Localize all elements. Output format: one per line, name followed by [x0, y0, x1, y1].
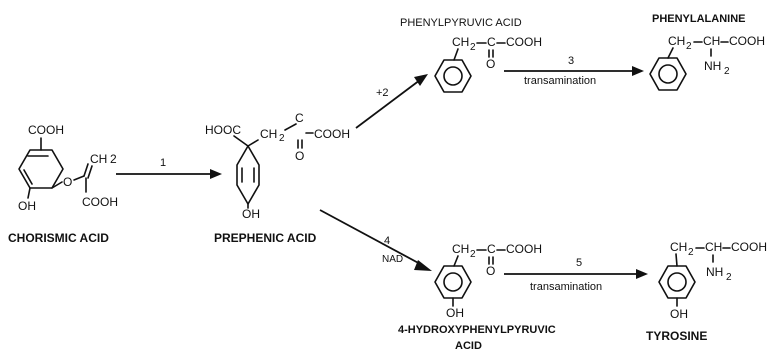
phenylpyruvic-ring-circle: [443, 66, 463, 86]
prephenic-ch2-bond: [247, 139, 259, 147]
tyrosine-ring: [658, 265, 696, 299]
phenylpyruvic-ring: [434, 59, 472, 93]
prephenic-c-bond: [284, 123, 297, 131]
hpp-ring-circle: [443, 272, 463, 292]
arrow-3-head: [632, 66, 644, 76]
tyrosine-ring-circle: [667, 272, 687, 292]
hpp-o: O: [486, 264, 495, 278]
arrow-4-head: [414, 260, 432, 271]
hpp-name-line2: ACID: [455, 340, 482, 352]
step-1-number: 1: [160, 157, 166, 169]
tyrosine-ch2: CH: [670, 240, 687, 254]
tyrosine-ch: CH: [705, 240, 722, 254]
step-4-cofactor: NAD: [382, 254, 403, 265]
tyrosine-ch2-ring-bond: [675, 253, 678, 267]
phenylalanine-name: PHENYLALANINE: [652, 13, 746, 25]
phenylpyruvic-ch2-ring-bond: [453, 48, 459, 61]
step-5-label: transamination: [530, 281, 602, 293]
phenylpyruvic-c: C: [487, 35, 496, 49]
chorismic-ch2-sub: 2: [110, 152, 117, 166]
chorismic-acid-name: CHORISMIC ACID: [8, 231, 109, 245]
arrow-2-head: [414, 74, 428, 86]
phenylpyruvic-ch2-sub: 2: [470, 42, 476, 53]
chorismic-ch2: CH: [90, 152, 107, 166]
arrow-5-head: [636, 269, 648, 279]
chorismic-oh: OH: [18, 199, 36, 213]
chorismic-oh-bond: [27, 187, 31, 199]
hpp-ch2: CH: [452, 242, 469, 256]
phenylpyruvic-structure: CH 2 C COOH O: [434, 35, 542, 93]
tyrosine-nh2-sub: 2: [726, 272, 732, 283]
chorismic-cooh-bottom: COOH: [82, 195, 118, 209]
prephenic-ch2: CH: [260, 127, 277, 141]
tyrosine-nh2: NH: [706, 265, 723, 279]
step-5-number: 5: [576, 257, 582, 269]
arrow-4[interactable]: [319, 209, 425, 267]
phenylalanine-nh2-sub: 2: [724, 66, 730, 77]
hydroxyphenylpyruvic-structure: CH 2 C COOH O OH: [434, 242, 542, 320]
chorismic-o-bond: [51, 181, 63, 189]
chorismic-vinyl-bond-2: [87, 165, 93, 179]
arrow-2[interactable]: [355, 79, 421, 129]
prephenic-hooc-bond: [233, 135, 249, 147]
hpp-ch2-sub: 2: [470, 249, 476, 260]
step-4-number: 4: [384, 235, 390, 247]
hpp-c: C: [487, 242, 496, 256]
hpp-oh: OH: [446, 306, 464, 320]
arrow-1-head: [210, 169, 222, 179]
prephenic-acid-structure: HOOC CH 2 C COOH O OH: [205, 111, 350, 221]
phenylalanine-ring-circle: [658, 64, 678, 84]
phenylpyruvic-acid-name: PHENYLPYRUVIC ACID: [400, 17, 522, 29]
chorismic-cooh-top: COOH: [28, 123, 64, 137]
chorismic-vinyl-bond: [83, 163, 89, 177]
hpp-ring: [434, 265, 472, 299]
chorismic-acid-structure: COOH OH O CH 2 COOH: [18, 123, 118, 213]
phenylpyruvic-cooh: COOH: [506, 35, 542, 49]
phenylalanine-cooh: COOH: [729, 34, 765, 48]
phenylpyruvic-ch2: CH: [452, 35, 469, 49]
tyrosine-structure: CH 2 CH COOH NH 2 OH: [658, 240, 767, 321]
prephenic-o: O: [295, 149, 304, 163]
tyrosine-cooh: COOH: [731, 240, 767, 254]
step-2-number: +2: [376, 87, 389, 99]
phenylpyruvic-o: O: [486, 57, 495, 71]
chorismic-ring-double-bond-2: [23, 169, 33, 185]
prephenic-oh: OH: [242, 207, 260, 221]
prephenic-cooh: COOH: [314, 127, 350, 141]
hpp-cooh: COOH: [506, 242, 542, 256]
phenylalanine-ch2: CH: [668, 34, 685, 48]
prephenic-ch2-sub: 2: [279, 133, 285, 144]
hpp-ch2-ring-bond: [453, 255, 459, 267]
prephenic-ring: [236, 145, 260, 205]
prephenic-hooc: HOOC: [205, 123, 241, 137]
hpp-name-line1: 4-HYDROXYPHENYLPYRUVIC: [398, 324, 556, 336]
step-3-label: transamination: [524, 75, 596, 87]
chorismic-ether-o: O: [63, 175, 72, 189]
phenylalanine-structure: CH 2 CH COOH NH 2: [649, 34, 765, 91]
tyrosine-oh: OH: [670, 307, 688, 321]
tyrosine-name: TYROSINE: [646, 329, 707, 343]
prephenic-c: C: [295, 111, 304, 125]
phenylalanine-ch2-sub: 2: [686, 41, 692, 52]
phenylalanine-ch2-ring-bond: [667, 47, 674, 59]
phenylalanine-ch: CH: [703, 34, 720, 48]
phenylalanine-nh2: NH: [704, 59, 721, 73]
phenylalanine-ring: [649, 57, 687, 91]
chorismic-o-c-bond: [73, 175, 85, 181]
prephenic-acid-name: PREPHENIC ACID: [214, 231, 317, 245]
tyrosine-ch2-sub: 2: [688, 247, 694, 258]
step-3-number: 3: [568, 55, 574, 67]
